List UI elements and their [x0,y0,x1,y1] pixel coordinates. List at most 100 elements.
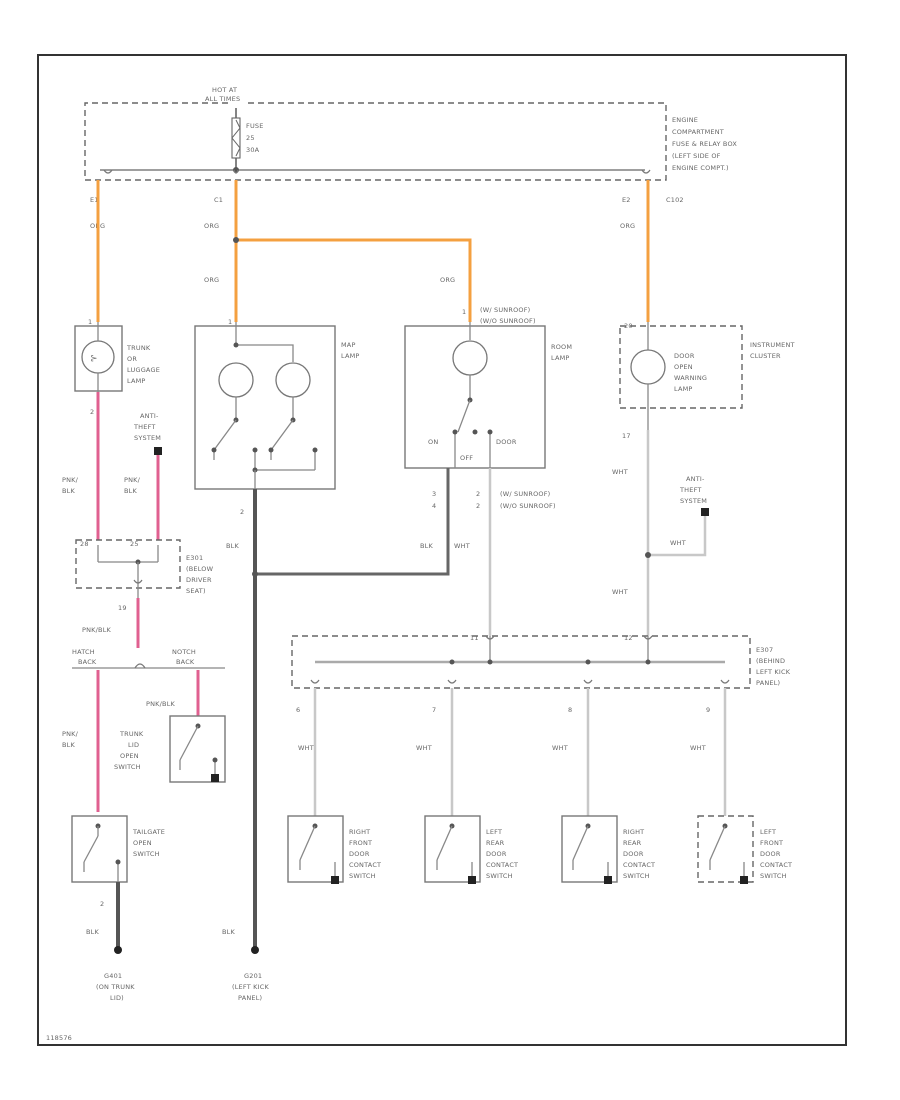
rf-door-label-5: SWITCH [349,872,376,880]
rr-door-label-4: CONTACT [623,861,655,869]
e301-label-4: SEAT) [186,587,206,595]
lf-door-label-5: SWITCH [760,872,787,880]
fuse-number: 25 [246,134,255,142]
wire-pnkblk-1a: PNK/ [62,476,79,484]
cluster-label-2: CLUSTER [750,352,781,360]
wire-wht-rr: WHT [552,744,568,752]
room-lamp-label-1: ROOM [551,343,572,351]
wire-wht-cluster-2: WHT [612,588,628,596]
anti-theft-2-label-1: ANTI- [686,475,705,483]
connector-e301 [75,539,181,598]
lr-door-label-2: REAR [486,839,505,847]
wire-wht-antitheft: WHT [670,539,686,547]
room-switch-on: ON [428,438,438,446]
g401-label-2: (ON TRUNK [96,983,135,991]
rr-door-label-1: RIGHT [623,828,644,836]
map-lamp-label-2: LAMP [341,352,360,360]
rf-door-label-3: DOOR [349,850,370,858]
anti-theft-1-label-1: ANTI- [140,412,159,420]
notch-label-2: BACK [176,658,195,666]
pin-room-c: 2 [476,490,480,498]
map-lamp [194,322,336,490]
wire-pnkblk-1b: BLK [62,487,75,495]
room-lamp-label-2: LAMP [551,354,570,362]
wire-pnkblk-2b: BLK [124,487,137,495]
fuse-rating: 30A [246,146,260,154]
pin-cluster-top: 20 [624,322,633,330]
lr-door-label-4: CONTACT [486,861,518,869]
pin-room-d: 2 [476,502,480,510]
right-front-door-switch [287,815,344,884]
pin-room-b: 4 [432,502,436,510]
trunk-lamp-label-4: LAMP [127,377,146,385]
notch-label-1: NOTCH [172,648,196,656]
wire-org-3: ORG [204,276,219,284]
pin-trunk-bot: 2 [90,408,94,416]
svg-text:⊱: ⊱ [90,354,98,364]
door-open-lamp-label-1: DOOR [674,352,695,360]
pin-e301-c: 19 [118,604,127,612]
door-open-lamp-label-2: OPEN [674,363,693,371]
tailgate-label-2: OPEN [133,839,152,847]
connector-c1: C1 [214,196,223,204]
fuse-box-label-4: (LEFT SIDE OF [672,152,721,160]
e307-label-1: E307 [756,646,773,654]
trunk-lid-open-switch [169,715,226,783]
wire-pnkblk-2a: PNK/ [124,476,141,484]
wire-wht-cluster: WHT [612,468,628,476]
rr-door-label-3: DOOR [623,850,644,858]
trunk-lamp: ⊱ [74,322,123,392]
tailgate-open-switch [71,815,128,954]
hot-at-label-2: ALL TIMES [205,95,240,103]
g401-label-3: LID) [110,994,124,1002]
wire-wht-lf: WHT [690,744,706,752]
fuse-label: FUSE [246,122,264,130]
pin-cluster-bot: 17 [622,432,631,440]
cluster-label-1: INSTRUMENT [750,341,795,349]
pin-e301-a: 28 [80,540,89,548]
trunk-lid-label-3: OPEN [120,752,139,760]
pink-wires [96,392,200,812]
wire-blk-g201: BLK [222,928,235,936]
map-lamp-label-1: MAP [341,341,356,349]
pin-e301-b: 25 [130,540,139,548]
e307-label-3: LEFT KICK [756,668,791,676]
pin-e307-out-6: 6 [296,706,300,714]
trunk-lid-label-1: TRUNK [119,730,144,738]
fuse-relay-box [84,102,667,181]
pin-e307-b: 12 [624,634,633,642]
e307-label-4: PANEL) [756,679,780,687]
hatch-notch-split [72,663,225,669]
lr-door-label-3: DOOR [486,850,507,858]
anti-theft-1-label-2: THEFT [133,423,156,431]
tailgate-label-3: SWITCH [133,850,160,858]
rf-door-label-4: CONTACT [349,861,381,869]
pin-room-a: 3 [432,490,436,498]
g201-label-1: G201 [244,972,262,980]
door-open-lamp-label-3: WARNING [674,374,707,382]
wire-blk-room: BLK [420,542,433,550]
trunk-lamp-label-3: LUGGAGE [127,366,160,374]
sunroof-pins-label-2: (W/O SUNROOF) [500,502,556,510]
wire-blk-tailgate: BLK [86,928,99,936]
wire-pnkblk-3b: BLK [62,741,75,749]
pin-e307-out-7: 7 [432,706,436,714]
rf-door-label-2: FRONT [349,839,372,847]
anti-theft-2-label-2: THEFT [679,486,702,494]
diagram-frame [37,54,847,1046]
g201-label-3: PANEL) [238,994,262,1002]
door-open-lamp-label-4: LAMP [674,385,693,393]
trunk-lamp-label-1: TRUNK [126,344,151,352]
tailgate-label-1: TAILGATE [132,828,165,836]
pin-trunk-top: 1 [88,318,92,326]
room-lamp [404,322,546,469]
pin-e307-a: 11 [470,634,479,642]
trunk-lamp-label-2: OR [127,355,137,363]
e307-label-2: (BEHIND [756,657,785,665]
connector-e2: E2 [622,196,631,204]
connector-e1: E1 [90,196,99,204]
left-front-door-switch [697,815,754,884]
fuse-box-label-5: ENGINE COMPT.) [672,164,729,172]
black-wires [251,468,450,954]
